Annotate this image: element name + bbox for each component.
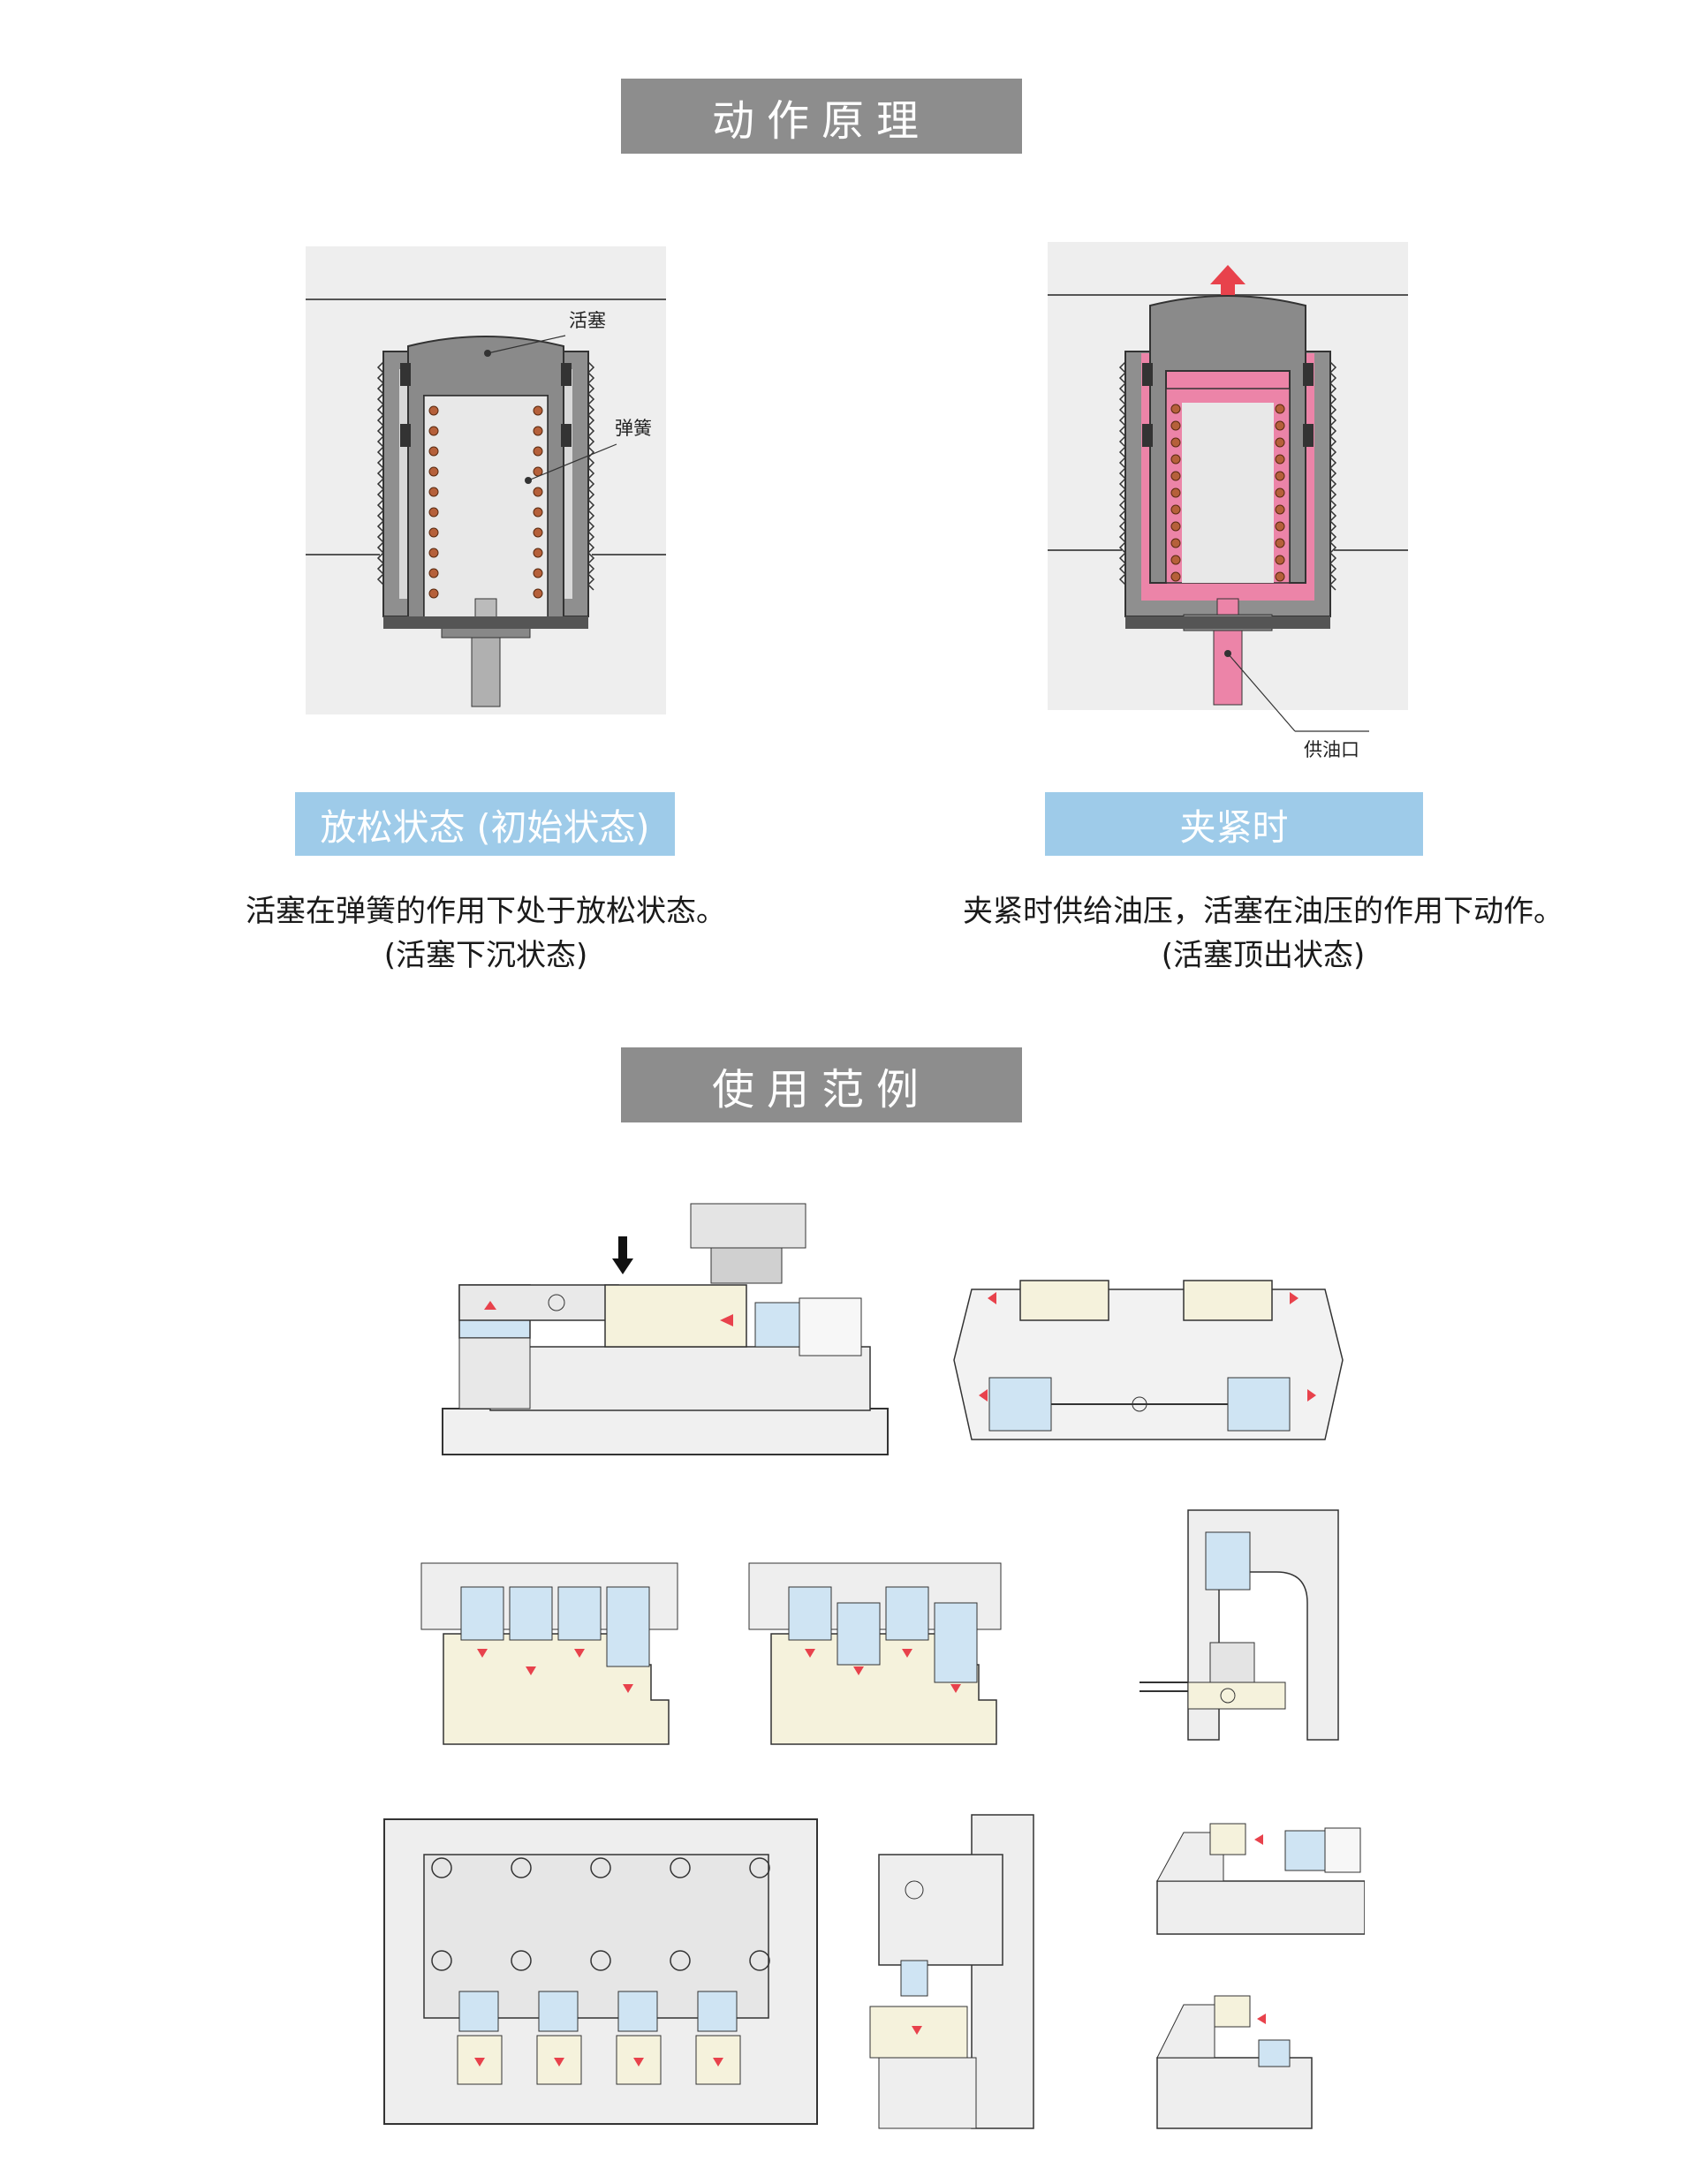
- oil-port-label: 供油口: [1304, 739, 1359, 760]
- example-swing-clamp-2: [1156, 1995, 1313, 2129]
- example-clamp-plate: [383, 1818, 818, 2125]
- example-multi-support-2: [748, 1562, 1002, 1745]
- spring-label: 弹簧: [615, 418, 652, 439]
- clamped-state-label: 夹紧时: [1045, 792, 1423, 856]
- section-header-examples: 使用范例: [621, 1047, 1022, 1122]
- released-state-caption: 活塞在弹簧的作用下处于放松状态。 (活塞下沉状态): [246, 894, 726, 973]
- piston-label: 活塞: [569, 310, 606, 331]
- released-state-label: 放松状态 (初始状态): [295, 792, 675, 856]
- released-state-diagram: 活塞 弹簧: [306, 246, 666, 714]
- clamped-state-caption: 夹紧时供给油压，活塞在油压的作用下动作。 (活塞顶出状态): [963, 894, 1564, 973]
- example-vertical-fixture: [1140, 1509, 1339, 1741]
- up-arrow-icon: [1210, 265, 1246, 300]
- clamped-state-diagram: 供油口: [1048, 242, 1408, 760]
- example-dual-clamp: [953, 1280, 1344, 1440]
- example-side-clamp: [869, 1814, 1034, 2129]
- section-header-principle: 动作原理: [621, 79, 1022, 154]
- example-swing-clamp-1: [1156, 1823, 1365, 1935]
- section-title: 动作原理: [711, 95, 931, 146]
- example-multi-support-1: [420, 1562, 678, 1745]
- section-title: 使用范例: [711, 1064, 931, 1115]
- example-milling-fixture: [442, 1203, 889, 1455]
